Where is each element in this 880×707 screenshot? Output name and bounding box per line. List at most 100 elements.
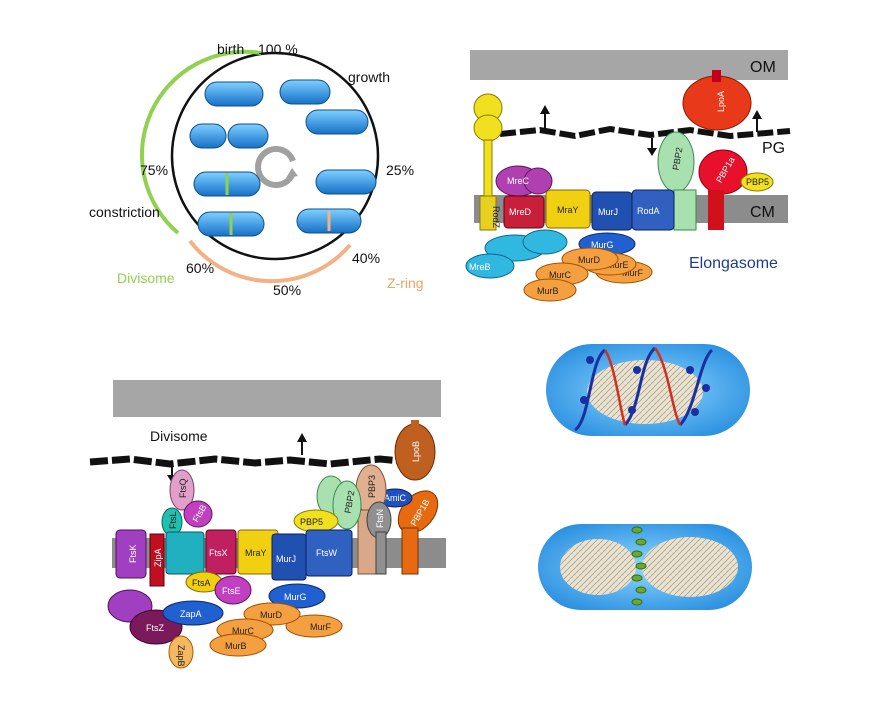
- peptidoglycan-chain: [499, 125, 791, 140]
- ftsl-label: FtsL: [168, 511, 178, 529]
- ftsl-ftsq-tm: [165, 531, 205, 575]
- zipa-label: ZipA: [153, 548, 163, 567]
- pbp1a-stalk: [708, 190, 724, 230]
- murg-label: MurG: [591, 240, 614, 250]
- percent-40-label: 40%: [352, 250, 380, 266]
- cell-icon: [189, 123, 227, 149]
- ftsn-label: FtsN: [375, 509, 385, 528]
- ftsz-label: FtsZ: [146, 623, 164, 633]
- mred-label: MreD: [509, 207, 531, 217]
- mreb-dot: [628, 406, 636, 414]
- murd-label: MurD: [260, 610, 282, 620]
- mreb-helix: [573, 346, 714, 432]
- protein-mray: [545, 189, 591, 229]
- lpoa-anchor: [712, 70, 721, 82]
- elongasome-label: Elongasome: [689, 255, 778, 272]
- pg-label: PG: [762, 140, 785, 157]
- zapa-label: ZapA: [180, 609, 202, 619]
- mray-label: MraY: [245, 548, 267, 558]
- elongating-cell-illustration: [546, 344, 750, 436]
- lpob-anchor: [411, 420, 419, 430]
- murc-label: MurC: [232, 626, 254, 636]
- protein-mreb: [465, 253, 515, 279]
- pbp2-stalk: [673, 189, 697, 231]
- protein-zipa: [149, 533, 165, 587]
- pbp5-label: PBP5: [746, 177, 769, 187]
- ftsx-label: FtsX: [209, 548, 228, 558]
- protein-pbp5: [740, 172, 774, 192]
- mure-label: MurE: [607, 260, 629, 270]
- pbp5-label: PBP5: [300, 517, 323, 527]
- z-ring-label: Z-ring: [387, 275, 424, 291]
- lpob-label: LpoB: [411, 441, 421, 462]
- zapb-label: ZapB: [176, 645, 186, 667]
- ftsn-stalk: [375, 531, 387, 575]
- murg-label: MurG: [284, 592, 307, 602]
- protein-ftse: [214, 575, 252, 605]
- ftsk-label: FtsK: [128, 544, 138, 563]
- protein-murb: [523, 278, 577, 302]
- percent-60-label: 60%: [186, 260, 214, 276]
- murj-label: MurJ: [276, 554, 296, 564]
- murj-label: MurJ: [598, 207, 618, 217]
- outer-membrane: [113, 380, 441, 417]
- roda-label: RodA: [637, 206, 660, 216]
- pbp3-label: PBP3: [367, 475, 377, 498]
- up-arrow-icon: [540, 105, 550, 114]
- cell-icon: [279, 79, 331, 105]
- protein-zapa: [162, 600, 224, 626]
- murc-label: MurC: [549, 270, 571, 280]
- percent-25-label: 25%: [386, 162, 414, 178]
- cell-icon: [305, 109, 369, 135]
- murf-label: MurF: [310, 622, 331, 632]
- protein-ftsq: [169, 469, 195, 511]
- nucleoid-right: [642, 537, 738, 597]
- nucleoid-left: [560, 539, 636, 595]
- mray-label: MraY: [557, 205, 579, 215]
- protein-rodz: [479, 195, 497, 231]
- divisome-title: Divisome: [150, 428, 208, 444]
- elongasome-panel: OM CM PG LpoA PBP2 PBP1a PBP5 RodZ MreC: [465, 50, 791, 302]
- mreb-helix-back: [603, 347, 682, 426]
- dividing-cell-illustration: [538, 524, 752, 610]
- murf-label: MurF: [622, 268, 643, 278]
- cycle-circle: [170, 51, 380, 261]
- ftsq-label: FtsQ: [178, 479, 188, 499]
- divisome-label: Divisome: [117, 270, 175, 286]
- peptidoglycan-chain: [89, 455, 411, 468]
- growth-label: growth: [348, 69, 390, 85]
- divisome-ring: [631, 526, 647, 606]
- mrec-label: MreC: [507, 176, 529, 186]
- protein-ftsx: [205, 529, 237, 575]
- divisome-arc: [140, 49, 262, 235]
- protein-roda: [631, 189, 675, 231]
- amic-label: AmiC: [384, 493, 406, 503]
- divisome-panel: Divisome LpoB PBP1B AmiC PBP3 FtsN PBP2 …: [89, 380, 446, 669]
- pbp2-label: PBP2: [343, 490, 357, 514]
- rodz-head: [473, 114, 503, 142]
- lpoa-label: LpoA: [716, 91, 726, 112]
- mreb-dot: [586, 356, 594, 364]
- protein-murd: [243, 602, 301, 626]
- protein-pbp2: [332, 480, 362, 530]
- murb-label: MurB: [225, 641, 247, 651]
- protein-ftsb: [183, 500, 213, 528]
- percent-100-label: 100 %: [258, 41, 298, 57]
- rodz-stalk: [483, 139, 493, 201]
- pbp1b-stalk: [401, 527, 419, 575]
- cell-icon: [227, 123, 269, 149]
- mreb-dot: [580, 396, 588, 404]
- down-arrow-icon: [647, 148, 657, 156]
- protein-ftsw: [305, 529, 353, 577]
- birth-label: birth: [217, 41, 244, 57]
- cm-label: CM: [750, 204, 775, 221]
- percent-75-label: 75%: [140, 162, 168, 178]
- mreb-dot: [633, 366, 641, 374]
- rodz-label: RodZ: [491, 206, 501, 229]
- murd-label: MurD: [578, 255, 600, 265]
- ftse-label: FtsE: [222, 586, 241, 596]
- protein-ftsk: [115, 529, 147, 579]
- up-arrow-icon: [752, 110, 762, 119]
- up-arrow-icon: [297, 433, 307, 442]
